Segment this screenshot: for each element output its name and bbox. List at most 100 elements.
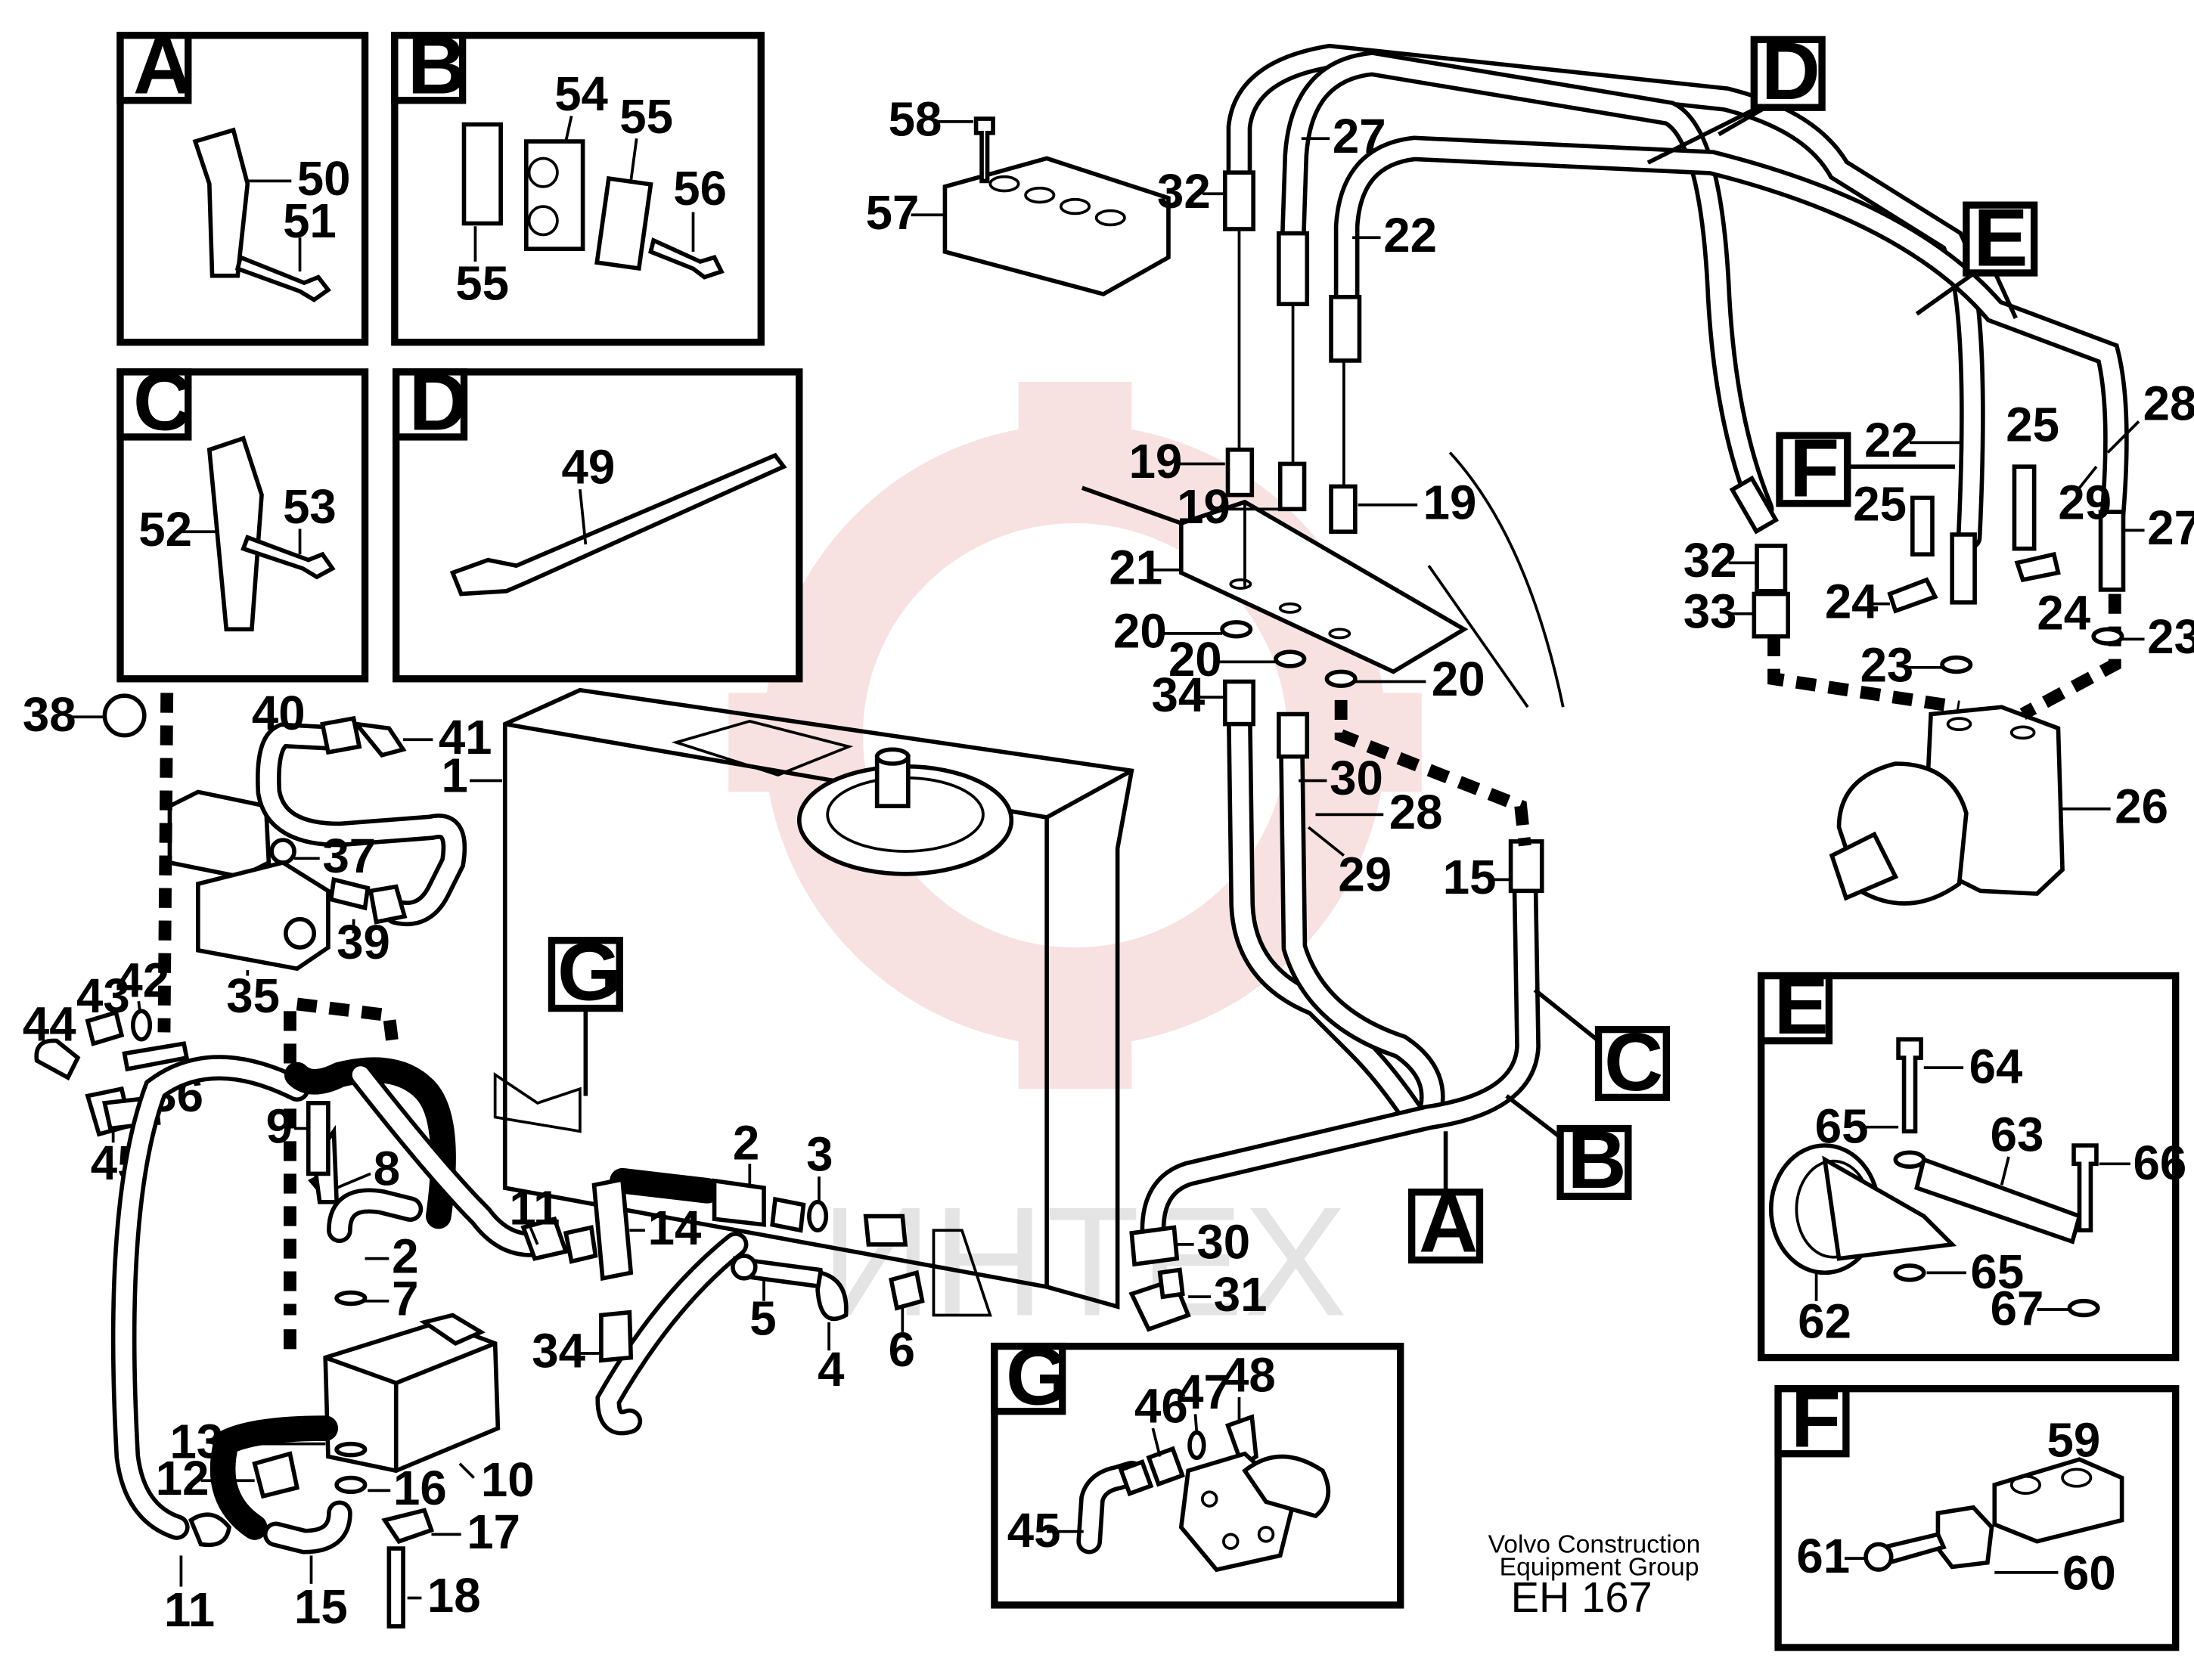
valve-block-57 — [942, 116, 1171, 297]
part-label-63: 63 — [1991, 1108, 2044, 1161]
part-label-11-bottom: 11 — [164, 1583, 215, 1637]
part-label-14: 14 — [648, 1201, 702, 1255]
part-label-25-left: 25 — [1853, 477, 1907, 531]
part-label-66: 66 — [2133, 1136, 2187, 1190]
part-label-53: 53 — [283, 480, 337, 534]
part-label-30-bottom: 30 — [1196, 1216, 1250, 1269]
part-label-28-right: 28 — [2143, 377, 2194, 431]
part-label-3: 3 — [806, 1128, 833, 1182]
svg-text:F: F — [1789, 423, 1839, 514]
detail-letter-f: F — [1791, 1372, 1841, 1464]
part-label-30-top: 30 — [1330, 752, 1383, 805]
part-label-7: 7 — [392, 1272, 418, 1325]
part-label-20-b: 20 — [1168, 633, 1222, 687]
credit-line-2: Equipment Group — [1500, 1554, 1699, 1582]
view-marker-b: B — [1505, 1094, 1632, 1205]
part-label-12: 12 — [156, 1452, 209, 1505]
view-marker-g: G — [548, 925, 623, 1096]
part-label-23-left: 23 — [1860, 639, 1914, 693]
view-marker-d: D — [1646, 25, 1826, 165]
part-label-15-top: 15 — [1443, 851, 1497, 904]
part-label-47: 47 — [1177, 1365, 1230, 1419]
svg-text:G: G — [557, 925, 621, 1017]
view-marker-f: F — [1776, 423, 1955, 514]
detail-view-a: A 50 51 — [116, 19, 369, 346]
part-label-52: 52 — [138, 503, 192, 556]
part-label-19-b: 19 — [1177, 480, 1230, 534]
detail-view-c: C 52 53 — [116, 356, 369, 683]
bracket-part-52 — [206, 435, 264, 632]
cable-tie-part-49 — [449, 452, 787, 597]
hose-end-fittings — [1220, 170, 1362, 688]
detail-letter-b: B — [408, 19, 467, 110]
detail-view-d: D 49 — [393, 356, 803, 683]
bolt-part-53 — [241, 535, 336, 580]
part-label-40: 40 — [252, 687, 306, 740]
part-label-38: 38 — [23, 688, 76, 742]
detail-view-e: E 64 65 63 66 62 65 67 — [1757, 959, 2187, 1362]
detail-letter-e: E — [1774, 959, 1828, 1051]
part-label-35: 35 — [226, 969, 280, 1023]
part-label-24-left: 24 — [1825, 575, 1879, 628]
part-label-8: 8 — [374, 1142, 400, 1195]
part-label-10: 10 — [481, 1453, 535, 1507]
svg-text:E: E — [1973, 192, 2028, 284]
part-label-34-top: 34 — [1152, 668, 1206, 722]
part-label-9: 9 — [266, 1099, 293, 1153]
part-label-57: 57 — [866, 186, 920, 240]
detail-view-b: B 54 55 56 55 — [391, 19, 765, 346]
part-label-55-top: 55 — [619, 90, 673, 144]
part-label-37: 37 — [322, 829, 376, 883]
detail-letter-g: G — [1006, 1330, 1069, 1421]
part-label-15-bottom: 15 — [294, 1580, 348, 1634]
part-label-23-right: 23 — [2147, 610, 2194, 664]
part-label-41: 41 — [439, 711, 492, 764]
part-label-48: 48 — [1222, 1348, 1276, 1402]
plate-21 — [1178, 499, 1469, 674]
part-label-18: 18 — [427, 1569, 481, 1623]
part-label-43: 43 — [76, 969, 130, 1023]
view-marker-e: E — [1915, 192, 2038, 319]
part-label-2-right: 2 — [733, 1117, 759, 1170]
credit-line-1: Volvo Construction — [1488, 1531, 1701, 1559]
part-label-22-left: 22 — [1383, 209, 1437, 262]
part-label-50: 50 — [297, 152, 351, 206]
part-label-21: 21 — [1109, 541, 1162, 594]
part-label-1: 1 — [442, 749, 468, 802]
detail-view-f: F 59 61 60 — [1774, 1372, 2180, 1651]
part-label-19-a: 19 — [1129, 435, 1183, 488]
part-label-20-c: 20 — [1432, 652, 1485, 706]
part-label-60: 60 — [2062, 1546, 2116, 1600]
part-label-2-left: 2 — [392, 1229, 418, 1283]
part-label-27-right: 27 — [2147, 501, 2194, 555]
spring-part-63 — [1914, 1157, 2082, 1245]
diagram-code: EH 167 — [1511, 1573, 1652, 1621]
part-label-42: 42 — [116, 954, 169, 1008]
part-label-26: 26 — [2115, 780, 2168, 834]
part-label-20-a: 20 — [1113, 605, 1167, 659]
part-label-28-left: 28 — [1389, 786, 1443, 839]
part-label-11-top: 11 — [509, 1182, 560, 1235]
part-label-13: 13 — [169, 1415, 223, 1468]
part-label-29-left: 29 — [1338, 848, 1392, 901]
part-label-32-left: 32 — [1157, 165, 1211, 219]
svg-text:C: C — [1604, 1016, 1663, 1108]
part-label-62: 62 — [1798, 1294, 1851, 1348]
part-label-65-top: 65 — [1815, 1099, 1869, 1153]
part-label-59: 59 — [2047, 1413, 2100, 1467]
part-label-61: 61 — [1796, 1530, 1850, 1583]
part-label-55-bottom: 55 — [455, 257, 509, 311]
bolt-part-64 — [1896, 1037, 1923, 1134]
bolt-part-66 — [2071, 1143, 2099, 1233]
bolt-part-51 — [234, 254, 331, 302]
part-label-65-bottom: 65 — [1970, 1245, 2024, 1299]
part-label-39: 39 — [337, 916, 390, 969]
detail-view-g: G 46 47 48 45 — [991, 1330, 1404, 1609]
part-label-27-left: 27 — [1333, 110, 1386, 163]
part-label-54: 54 — [554, 67, 608, 121]
part-label-67: 67 — [1991, 1282, 2044, 1336]
part-label-49: 49 — [562, 441, 616, 494]
part-label-16: 16 — [393, 1461, 447, 1515]
detail-letter-c: C — [133, 356, 192, 448]
